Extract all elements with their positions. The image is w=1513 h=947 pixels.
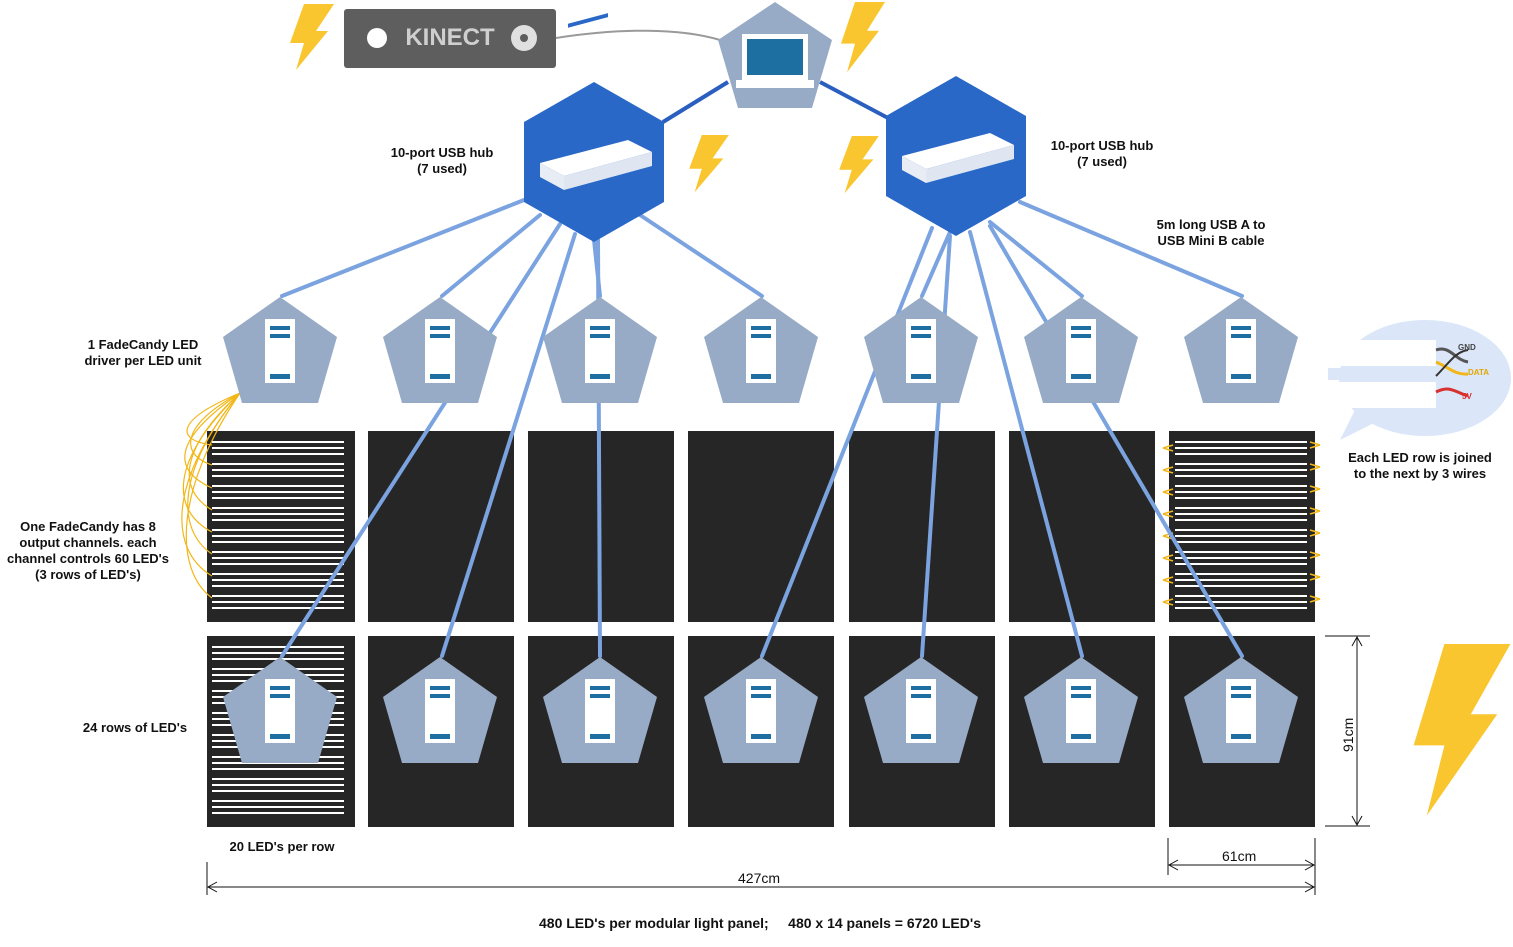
cable-note-line1: 5m long USB A to	[1156, 217, 1266, 232]
fadecandy-driver-icon	[704, 297, 818, 403]
panel-width-dimension: 61cm	[1222, 848, 1257, 864]
total-width-dimension: 427cm	[738, 870, 781, 886]
dimension-lines	[206, 635, 1370, 895]
kinect-device	[344, 9, 556, 68]
wires-note-line2: to the next by 3 wires	[1353, 466, 1487, 481]
led-panel	[368, 431, 514, 622]
channels-note-line1: One FadeCandy has 8	[20, 519, 156, 534]
channels-note: One FadeCandy has 8 output channels. eac…	[2, 519, 174, 583]
laptop-node	[718, 2, 832, 108]
hub-right-label-line2: (7 used)	[1077, 154, 1127, 169]
fadecandy-note-line1: 1 FadeCandy LED	[87, 337, 199, 352]
hub-left-label: 10-port USB hub (7 used)	[372, 145, 512, 177]
rows-note: 24 rows of LED's	[82, 720, 188, 735]
channel-wires	[181, 392, 241, 599]
lightning-icon	[839, 136, 879, 194]
usb-hub-left	[524, 13, 664, 242]
wire-label-data: DATA	[1468, 368, 1490, 377]
footer-summary: 480 LED's per modular light panel; 480 x…	[539, 915, 981, 931]
panel-height-dimension: 91cm	[1340, 717, 1356, 752]
channels-note-line3: channel controls 60 LED's	[6, 551, 170, 566]
kinect-label: KINECT	[405, 24, 495, 51]
kinect-lens-icon	[367, 28, 387, 48]
lightning-icon	[689, 135, 729, 193]
laptop-icon	[736, 34, 814, 88]
wire-callout	[1328, 320, 1511, 440]
hub-right-label-line1: 10-port USB hub	[1050, 138, 1154, 153]
led-panel-grid	[207, 431, 1315, 827]
network-switch-icon	[902, 133, 1014, 183]
cable-note-line2: USB Mini B cable	[1157, 233, 1265, 248]
wires-note-line1: Each LED row is joined	[1348, 450, 1492, 465]
fadecandy-note: 1 FadeCandy LED driver per LED unit	[68, 337, 218, 369]
hub-laptop-cables	[661, 80, 889, 124]
fadecandy-driver-icon	[543, 297, 657, 403]
wires-note: Each LED row is joined to the next by 3 …	[1332, 450, 1508, 482]
led-panel	[207, 431, 355, 622]
fadecandy-driver-icon	[1184, 297, 1298, 403]
hub-right-label: 10-port USB hub (7 used)	[1032, 138, 1172, 170]
kinect-cable	[555, 29, 721, 41]
channels-note-line4: (3 rows of LED's)	[35, 567, 141, 582]
fadecandy-note-line2: driver per LED unit	[84, 353, 202, 368]
usb-cables	[280, 198, 1244, 658]
lightning-icon	[1413, 644, 1511, 816]
led-panel	[1169, 431, 1315, 622]
wire-label-gnd: GND	[1458, 343, 1476, 352]
network-switch-icon	[540, 13, 652, 190]
lightning-icon	[290, 4, 334, 70]
fadecandy-driver-icon	[864, 297, 978, 403]
usb-hub-right	[886, 76, 1026, 236]
led-panel	[688, 431, 834, 622]
cable-note: 5m long USB A to USB Mini B cable	[1140, 217, 1282, 249]
fadecandy-drivers-top	[223, 297, 1298, 403]
fadecandy-driver-icon	[383, 297, 497, 403]
fadecandy-driver-icon	[223, 297, 337, 403]
lightning-icon	[841, 2, 885, 73]
per-row-note: 20 LED's per row	[229, 839, 335, 854]
wire-label-5v: 5V	[1462, 392, 1472, 401]
hub-left-label-line1: 10-port USB hub	[390, 145, 494, 160]
led-panel	[849, 431, 995, 622]
channels-note-line2: output channels. each	[19, 535, 157, 550]
hub-left-label-line2: (7 used)	[417, 161, 467, 176]
